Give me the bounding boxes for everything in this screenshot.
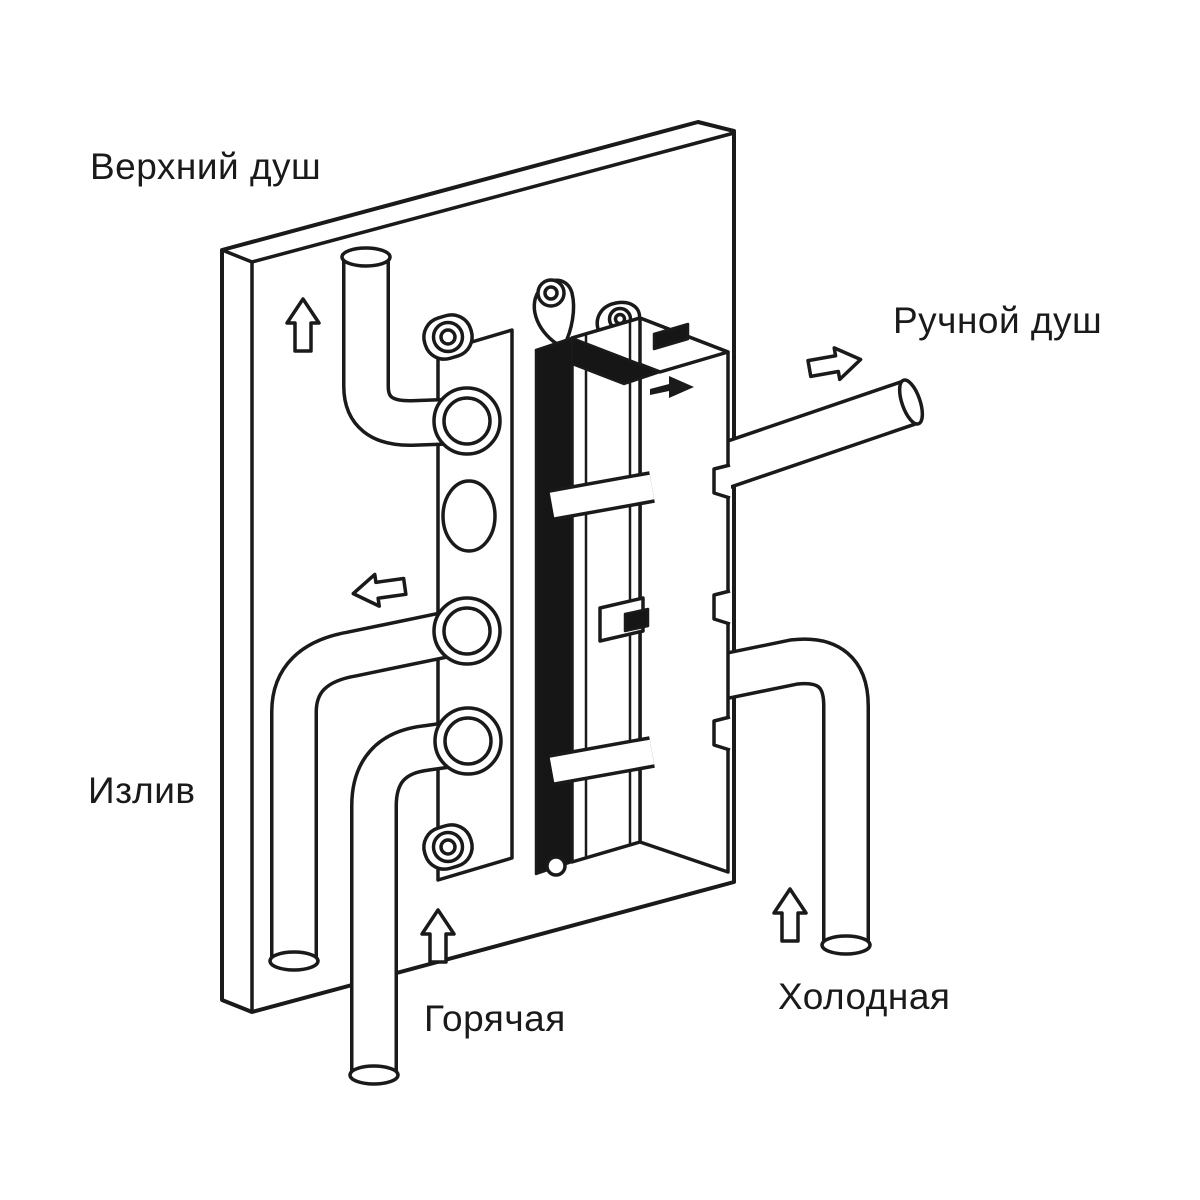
valve-body xyxy=(534,316,731,877)
label-cold: Холодная xyxy=(778,976,951,1017)
pipe-top-shower xyxy=(340,246,469,447)
label-spout: Излив xyxy=(88,770,196,811)
pipe-hot-water xyxy=(348,718,472,1086)
pipe-cold-water xyxy=(711,637,872,956)
band-buckle xyxy=(545,855,567,877)
arrow-up-top-shower-icon xyxy=(285,297,321,353)
arrow-left-spout-icon xyxy=(351,572,408,608)
valve-ports xyxy=(432,386,503,776)
mounting-ear-bottom xyxy=(422,823,474,871)
flow-arrows xyxy=(285,297,863,964)
arrow-up-hot-icon xyxy=(420,908,456,964)
cartridge-oval xyxy=(441,479,497,553)
top-clip xyxy=(652,322,690,351)
mounting-ear-top xyxy=(422,313,474,361)
label-hand-shower: Ручной душ xyxy=(893,300,1103,341)
port-top-shower xyxy=(432,386,502,456)
label-top-shower: Верхний душ xyxy=(90,146,322,187)
gasket-band xyxy=(534,336,574,876)
edge-notches xyxy=(712,463,731,752)
arrow-right-hand-shower-icon xyxy=(806,346,863,382)
arrow-up-cold-icon xyxy=(772,887,808,943)
printed-arrow-icon xyxy=(650,376,694,398)
port-spout xyxy=(432,596,502,666)
connector-tubes xyxy=(549,471,655,786)
pipe-hand-shower xyxy=(692,378,925,497)
port-hot xyxy=(433,706,503,776)
pipe-spout xyxy=(268,606,473,972)
label-hot: Горячая xyxy=(424,998,566,1039)
